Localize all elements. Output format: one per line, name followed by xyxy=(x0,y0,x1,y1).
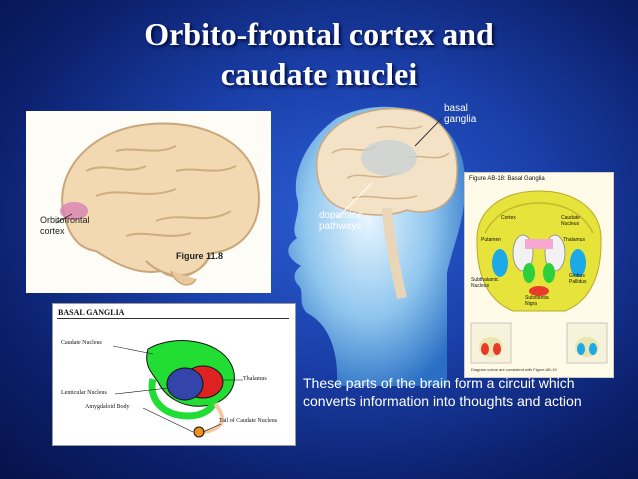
basal-ganglia-schematic xyxy=(112,340,243,438)
ab18-subthalamic-line2: Nucleus xyxy=(471,283,490,289)
thalamus-label: Thalamus xyxy=(243,376,267,382)
orbitofrontal-label: Orbitofrontal cortex xyxy=(40,215,90,237)
ab18-title: Figure AB-18: Basal Ganglia xyxy=(469,176,545,182)
orbitofrontal-highlight xyxy=(60,202,88,220)
orbitofrontal-brain-figure: Orbitofrontal cortex Figure 11.8 xyxy=(26,111,271,293)
ab18-caudate-label: Caudate Nucleus xyxy=(561,215,580,227)
head-silhouette-illustration xyxy=(288,106,466,386)
ab18-caudate-line2: Nucleus xyxy=(561,221,580,227)
ab18-footer: Diagram colors are consistent with Figur… xyxy=(471,367,557,372)
header-divider xyxy=(57,318,289,319)
head-brain-figure: basal ganglia dopamine pathways xyxy=(277,98,476,386)
basal-label-line2: ganglia xyxy=(444,114,477,125)
caudate-nucleus-label: Caudate Nucleus xyxy=(61,340,102,346)
coronal-section-illustration xyxy=(470,190,608,364)
amygdala-shape xyxy=(193,426,205,438)
lenticular-nucleus-label: Lenticular Nucleus xyxy=(61,390,107,396)
amygdaloid-body-label: Amygdaloid Body xyxy=(85,404,130,410)
ab18-globus-label: Globus Pallidus xyxy=(569,273,587,285)
orbitofrontal-label-line2: cortex xyxy=(40,226,65,236)
ab18-thalamus-label: Thalamus xyxy=(563,237,585,243)
basal-ganglia-header: BASAL GANGLIA xyxy=(58,308,125,317)
dopamine-label-line1: dopamine xyxy=(319,210,363,221)
dopamine-label-line2: pathways xyxy=(319,221,362,232)
orbitofrontal-label-line1: Orbitofrontal xyxy=(40,215,90,225)
basal-ganglia-schematic-figure: BASAL GANGLIA Caudate Nucleus Thalamus L… xyxy=(52,303,296,446)
tail-caudate-label: Tail of Caudate Nucleus xyxy=(219,418,278,424)
basal-label-line1: basal xyxy=(444,103,468,114)
ab18-substantia-line1: Substantia xyxy=(525,295,549,301)
lenticular-shape xyxy=(166,367,204,401)
ab18-cortex-label: Cortex xyxy=(501,215,516,221)
slide-title-line1: Orbito-frontal cortex and xyxy=(144,16,494,52)
basal-ganglia-coronal-figure: Figure AB-18: Basal Ganglia Cortex Cauda… xyxy=(464,172,614,378)
ab18-subthalamic-label: Subthalamic Nucleus xyxy=(471,277,499,289)
basal-ganglia-label: basal ganglia xyxy=(444,103,476,125)
ab18-subthalamic-line1: Subthalamic xyxy=(471,277,499,283)
brain-lateral-illustration xyxy=(55,122,260,286)
ab18-caudate-line1: Caudate xyxy=(561,215,580,221)
figure-number-label: Figure 11.8 xyxy=(176,251,224,261)
ab18-globus-line2: Pallidus xyxy=(569,279,587,285)
slide-title-line2: caudate nuclei xyxy=(220,56,418,92)
slide-title: Orbito-frontal cortex and caudate nuclei xyxy=(0,14,638,94)
ab18-globus-line1: Globus xyxy=(569,273,585,279)
dopamine-pathways-label: dopamine pathways xyxy=(319,210,363,232)
ab18-substantia-line2: Nigra xyxy=(525,301,537,307)
ab18-substantia-label: Substantia Nigra xyxy=(525,295,549,307)
ab18-putamen-label: Putamen xyxy=(481,237,502,243)
basal-ganglia-highlight xyxy=(361,140,417,176)
slide-caption: These parts of the brain form a circuit … xyxy=(303,375,582,409)
